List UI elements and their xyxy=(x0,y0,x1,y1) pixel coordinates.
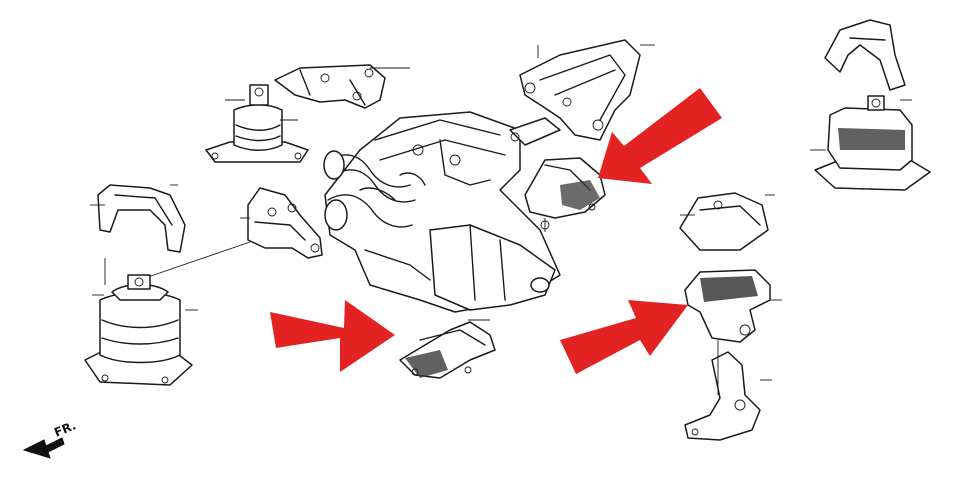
upper-left-mount xyxy=(205,84,309,163)
arrow-right-mount xyxy=(560,300,688,374)
left-strap-bracket xyxy=(90,184,186,253)
front-direction-icon xyxy=(22,437,65,459)
far-right-mount xyxy=(810,19,931,191)
lower-center-mount xyxy=(399,319,496,379)
right-mount-cluster xyxy=(679,192,782,441)
arrow-right-upper-mount xyxy=(598,88,722,184)
engine-block xyxy=(323,111,561,313)
transmission-upper-mount xyxy=(524,157,606,232)
left-mid-bracket xyxy=(240,187,323,259)
arrow-lower-center-mount xyxy=(270,300,395,372)
lower-left-mount xyxy=(84,258,198,386)
upper-right-bracket xyxy=(509,39,655,146)
top-center-bracket xyxy=(274,64,410,109)
